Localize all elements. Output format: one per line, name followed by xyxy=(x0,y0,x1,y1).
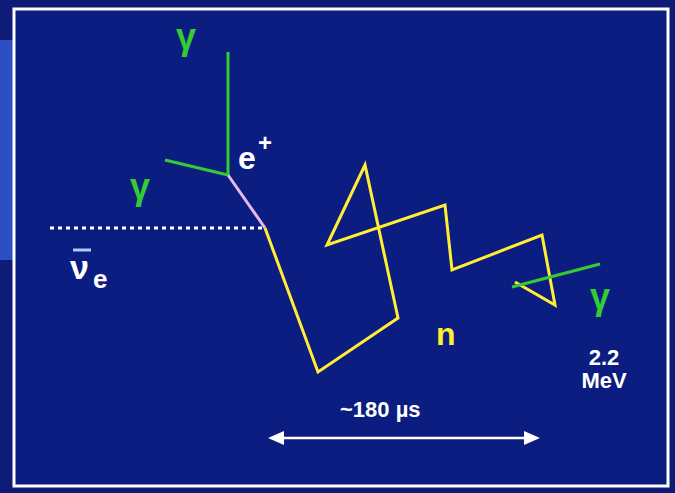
time-label: ~180 µs xyxy=(340,398,421,421)
antineutrino-track xyxy=(50,227,265,230)
particle-label: ν xyxy=(70,250,89,286)
gamma-label: γ xyxy=(130,168,150,206)
energy-label: 2.2 MeV xyxy=(580,346,628,392)
positron-track xyxy=(228,175,265,228)
time-arrow xyxy=(280,437,528,440)
arrow-head xyxy=(268,431,284,445)
gamma-track xyxy=(512,264,600,287)
arrow-head xyxy=(524,431,540,445)
gamma-label: γ xyxy=(176,18,196,56)
gamma-track xyxy=(165,160,228,175)
particle-label: e xyxy=(238,142,256,176)
charge-sign: + xyxy=(258,130,272,155)
panel-frame xyxy=(14,9,668,486)
gamma-track xyxy=(227,52,230,175)
neutron-track xyxy=(265,165,555,372)
particle-label: n xyxy=(436,318,456,352)
subscript: e xyxy=(93,266,107,293)
gamma-label: γ xyxy=(590,278,610,316)
